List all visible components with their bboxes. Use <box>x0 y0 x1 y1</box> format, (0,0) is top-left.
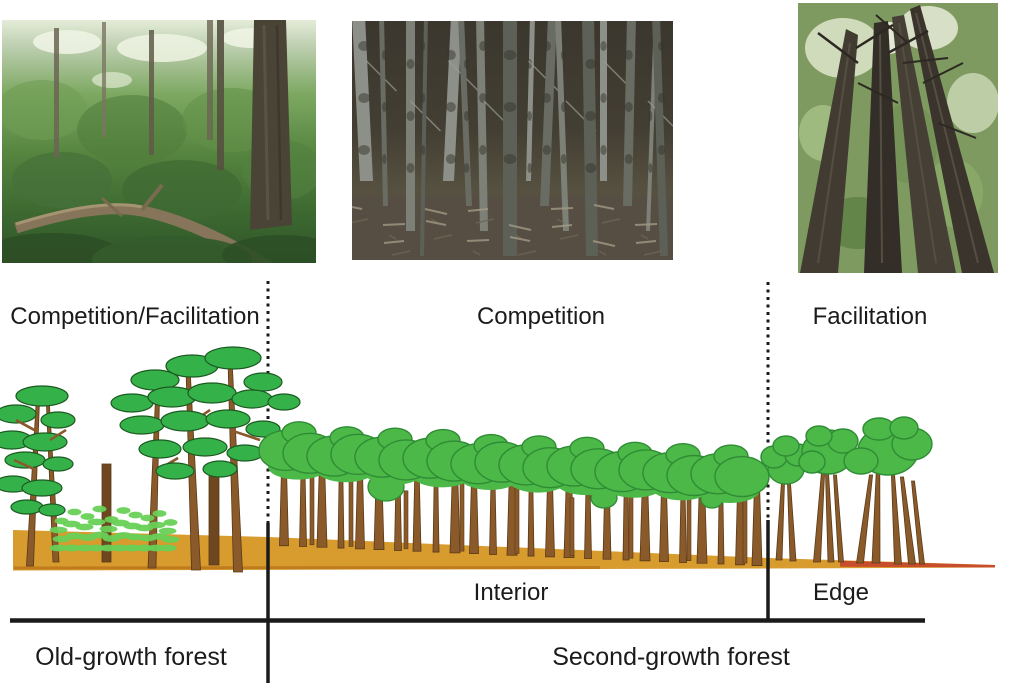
old-growth-photo-art <box>2 20 316 263</box>
old-growth-forest-photo <box>2 20 316 263</box>
label-old-growth-forest: Old-growth forest <box>35 643 227 671</box>
looking-up-photo-art <box>798 3 998 273</box>
label-edge: Edge <box>812 579 870 606</box>
forest-floor-twigs-group <box>352 204 663 256</box>
edge-stand <box>760 416 933 565</box>
label-competition-facilitation: Competition/Facilitation <box>10 303 260 330</box>
interior-canopy <box>258 421 770 503</box>
dense-second-growth-interior-photo <box>352 21 673 260</box>
divider-lines <box>10 520 925 683</box>
label-second-growth-forest: Second-growth forest <box>552 643 790 671</box>
gray-trunks-group <box>352 21 673 256</box>
tall-trunks-looking-up-photo <box>798 3 998 273</box>
label-interior: Interior <box>473 579 549 606</box>
dense-stand-photo-art <box>352 21 673 260</box>
label-facilitation: Facilitation <box>812 303 928 330</box>
label-competition: Competition <box>476 303 606 330</box>
understory-regeneration <box>49 505 180 552</box>
